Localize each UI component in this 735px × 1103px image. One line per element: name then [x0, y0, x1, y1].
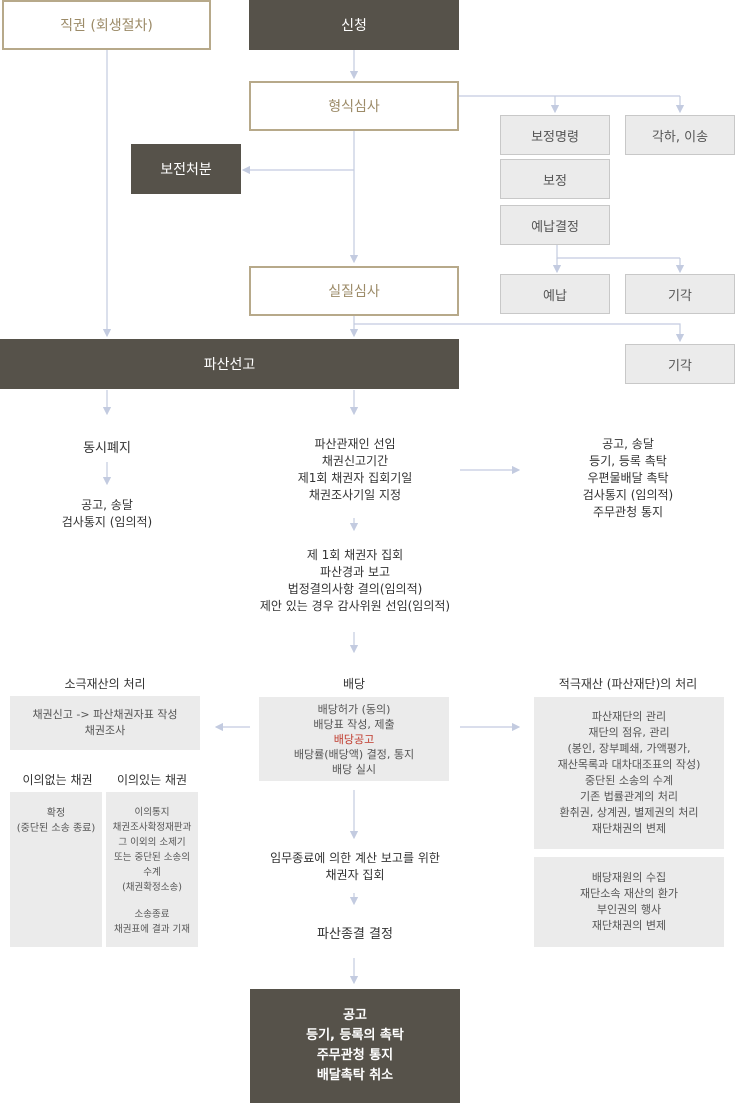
- active-line: 재단채권의 변제: [591, 919, 667, 932]
- reject-node-1: 기각: [625, 274, 735, 314]
- bankruptcy-declaration-label: 파산선고: [203, 357, 256, 373]
- active-line: 파산재단의 관리: [591, 710, 667, 723]
- bankruptcy-declaration-node: 파산선고: [0, 339, 459, 389]
- reject-label-2: 기각: [668, 358, 692, 374]
- notice-line: 우편물배달 촉탁: [587, 471, 669, 485]
- first-meeting-line: 제안 있는 경우 감사위원 선임(임의적): [259, 599, 451, 613]
- active-panel-1: 파산재단의 관리 재단의 점유, 관리 (봉인, 장부폐쇄, 가액평가, 재산목…: [534, 697, 724, 849]
- passive-panel-line: 채권조사: [84, 724, 126, 737]
- apply-node: 신청: [249, 0, 459, 50]
- termination-meeting-lines: 임무종료에 의한 계산 보고를 위한 채권자 집회: [225, 850, 485, 884]
- substantive-review-node: 실질심사: [249, 266, 459, 316]
- objection-line: 채권표에 결과 기재: [114, 924, 190, 935]
- active-line: 환취권, 상계권, 별제권의 처리: [559, 806, 699, 819]
- distribution-highlight-line: 배당공고: [333, 732, 375, 746]
- trustee-line: 채권조사기일 지정: [308, 488, 402, 502]
- apply-label: 신청: [341, 18, 367, 34]
- active-line: 재산목록과 대차대조표의 작성): [557, 758, 701, 771]
- correction-order-node: 보정명령: [500, 115, 610, 155]
- correction-node: 보정: [500, 159, 610, 199]
- reject-node-2: 기각: [625, 344, 735, 384]
- no-objection-title: 이의없는 채권: [22, 773, 93, 787]
- correction-order-label: 보정명령: [531, 129, 579, 145]
- active-line: 재단의 점유, 관리: [588, 726, 670, 739]
- objection-line: 수계: [143, 867, 161, 878]
- objection-title: 이의있는 채권: [116, 773, 188, 787]
- final-node: 공고 등기, 등록의 촉탁 주무관청 통지 배달촉탁 취소: [250, 989, 460, 1103]
- notice-line: 등기, 등록 촉탁: [589, 454, 667, 468]
- correction-label: 보정: [543, 173, 567, 189]
- notice-right-lines: 공고, 송달 등기, 등록 촉탁 우편물배달 촉탁 검사통지 (임의적) 주무관…: [528, 436, 728, 521]
- distribution-line: 배당 실시: [332, 762, 376, 776]
- formal-review-node: 형식심사: [249, 81, 459, 131]
- prepay-decision-label: 예납결정: [531, 219, 579, 235]
- preservation-node: 보전처분: [131, 144, 241, 194]
- trustee-line: 파산관재인 선임: [314, 437, 396, 451]
- objection-line: (채권확정소송): [122, 882, 182, 893]
- termination-meeting-line: 임무종료에 의한 계산 보고를 위한: [270, 851, 440, 865]
- trustee-line: 제1회 채권자 집회기일: [297, 471, 413, 485]
- active-line: 중단된 소송의 수계: [585, 774, 673, 787]
- formal-review-label: 형식심사: [328, 99, 380, 115]
- distribution-panel: 배당허가 (동의) 배당표 작성, 제출 배당공고 배당률(배당액) 결정, 통…: [259, 697, 449, 781]
- passive-title: 소극재산의 처리: [64, 677, 146, 691]
- simultaneous-title: 동시폐지: [83, 441, 131, 456]
- active-line: 기존 법률관계의 처리: [579, 790, 679, 803]
- prepay-node: 예납: [500, 274, 610, 314]
- preservation-label: 보전처분: [160, 162, 212, 178]
- distribution-line: 배당표 작성, 제출: [313, 717, 395, 731]
- prepay-decision-node: 예납결정: [500, 205, 610, 245]
- trustee-line: 채권신고기간: [321, 454, 389, 468]
- passive-panel-line: 채권신고 -> 파산채권자표 작성: [32, 708, 178, 721]
- objection-line: 이의통지: [134, 807, 170, 818]
- reject-label-1: 기각: [668, 288, 692, 304]
- termination-meeting-line: 채권자 집회: [325, 868, 385, 882]
- direct-node: 직권 (회생절차): [2, 0, 211, 50]
- active-line: 부인권의 행사: [596, 903, 662, 916]
- no-objection-panel: 확정 (중단된 소송 종료): [10, 792, 102, 947]
- objection-line: 소송종료: [134, 909, 170, 920]
- distribution-line: 배당률(배당액) 결정, 통지: [293, 747, 415, 761]
- final-line: 주무관청 통지: [316, 1048, 394, 1063]
- active-line: 재단소속 재산의 환가: [579, 887, 679, 900]
- distribution-title: 배당: [342, 677, 366, 691]
- prepay-label: 예납: [543, 288, 567, 304]
- objection-line: 그 이외의 소제기: [118, 837, 186, 848]
- direct-label: 직권 (회생절차): [60, 18, 153, 34]
- first-meeting-line: 법정결의사항 결의(임의적): [287, 582, 423, 596]
- final-line: 공고: [343, 1008, 367, 1023]
- objection-line: 또는 중단된 소송의: [114, 852, 190, 863]
- first-meeting-line: 파산경과 보고: [319, 565, 391, 579]
- no-objection-line: 확정: [46, 808, 66, 819]
- active-title: 적극재산 (파산재단)의 처리: [558, 677, 698, 691]
- final-line: 배달촉탁 취소: [316, 1068, 394, 1083]
- substantive-review-label: 실질심사: [328, 284, 380, 300]
- dismiss-transfer-node: 각하, 이송: [625, 115, 735, 155]
- active-line: 재단채권의 변제: [591, 822, 667, 835]
- simultaneous-line: 검사통지 (임의적): [61, 515, 153, 529]
- notice-line: 검사통지 (임의적): [582, 488, 674, 502]
- first-meeting-line: 제 1회 채권자 집회: [306, 548, 404, 562]
- simultaneous-lines: 공고, 송달 검사통지 (임의적): [7, 497, 207, 531]
- active-panel-2: 배당재원의 수집 재단소속 재산의 환가 부인권의 행사 재단채권의 변제: [534, 857, 724, 947]
- simultaneous-line: 공고, 송달: [81, 498, 133, 512]
- active-line: 배당재원의 수집: [591, 871, 667, 884]
- distribution-line: 배당허가 (동의): [317, 702, 391, 716]
- active-line: (봉인, 장부폐쇄, 가액평가,: [567, 742, 691, 755]
- dismiss-transfer-label: 각하, 이송: [651, 129, 709, 145]
- objection-line: 채권조사확정재판과: [112, 822, 192, 833]
- passive-panel: 채권신고 -> 파산채권자표 작성 채권조사: [10, 696, 200, 750]
- notice-line: 주무관청 통지: [592, 505, 664, 519]
- notice-line: 공고, 송달: [602, 437, 654, 451]
- final-line: 등기, 등록의 촉탁: [306, 1028, 404, 1043]
- termination-title: 파산종결 결정: [317, 927, 393, 942]
- first-meeting-lines: 제 1회 채권자 집회 파산경과 보고 법정결의사항 결의(임의적) 제안 있는…: [215, 547, 495, 615]
- no-objection-line: (중단된 소송 종료): [16, 823, 96, 834]
- trustee-lines: 파산관재인 선임 채권신고기간 제1회 채권자 집회기일 채권조사기일 지정: [230, 436, 480, 504]
- objection-panel: 이의통지 채권조사확정재판과 그 이외의 소제기 또는 중단된 소송의 수계 (…: [106, 792, 198, 947]
